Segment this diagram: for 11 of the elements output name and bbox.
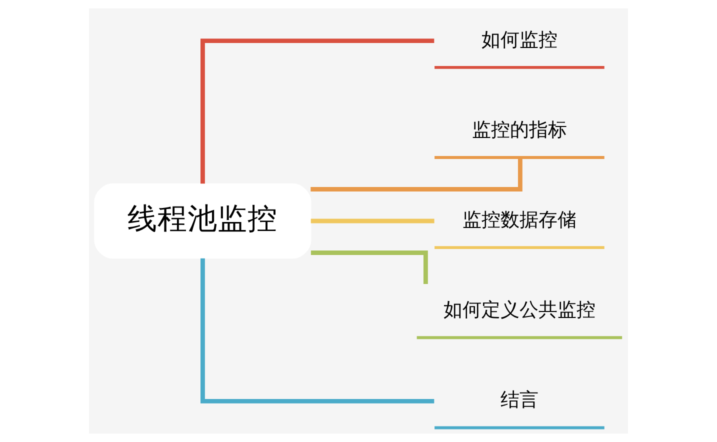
connector	[310, 250, 428, 284]
node-text: 监控的指标	[472, 118, 567, 141]
node-text: 结言	[500, 388, 538, 412]
connector	[200, 38, 434, 184]
node-text: 如何定义公共监控	[443, 298, 596, 322]
node-text: 监控数据存储	[462, 208, 576, 232]
connector	[310, 158, 522, 192]
connector	[310, 218, 434, 224]
node-box: 线程池监控	[94, 183, 312, 259]
node-text: 如何监控	[481, 28, 558, 51]
connector	[200, 258, 434, 404]
